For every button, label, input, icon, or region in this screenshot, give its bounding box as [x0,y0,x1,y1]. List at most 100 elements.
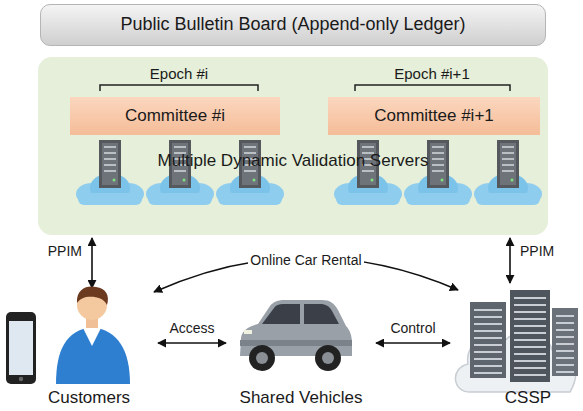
server-slot [474,323,502,325]
cloud-part [182,183,214,205]
edge-label: Control [388,320,437,336]
epoch-bracket [100,85,258,91]
cloud-part [440,183,472,205]
cloud-part [474,183,506,205]
epoch-bracket [355,85,510,91]
server-tower [427,140,449,188]
server-slot [174,164,186,166]
server-face [430,143,446,185]
validation-panel: Multiple Dynamic Validation Servers Commi… [38,57,548,235]
server-slot [474,351,502,353]
server-slot [104,170,116,172]
committee-box: Committee #i [70,97,280,135]
server-slot [432,170,444,172]
server-tower [357,140,379,188]
server-slot [174,158,186,160]
server-slot [514,332,546,334]
node-text: Shared Vehicles [228,388,374,408]
server-led [441,179,444,182]
server-slot [104,158,116,160]
customers-node: Customers [2,287,156,409]
cloud-part [488,173,528,203]
server-slot [556,343,574,345]
edge-label: PPIM [46,243,84,259]
connector [376,342,450,344]
epoch-label: Epoch #i [148,66,210,82]
server-slot [556,322,574,324]
server-slot [502,158,514,160]
cloud-part [476,193,540,205]
edge-label: PPIM [518,243,556,259]
server-slot [514,339,546,341]
customer-figure [56,286,130,384]
server-slot [362,152,374,154]
server-slot [474,365,502,367]
server-slot [244,152,256,154]
phone-icon [6,312,36,384]
car-illustration [240,300,352,371]
server-slot [362,146,374,148]
connector [509,238,511,283]
server-slot [174,146,186,148]
node-text: Committee #i [125,106,225,126]
node-text: Customers [22,388,156,408]
server-tower [497,140,519,188]
cssp-node: CSSP [452,282,583,409]
server-slot [556,357,574,359]
server-slot [244,146,256,148]
server-slot [502,170,514,172]
server-slot [362,170,374,172]
server-slot [514,318,546,320]
server-slot [362,164,374,166]
node-text: Committee #i+1 [374,106,494,126]
server-led [511,179,514,182]
epoch-label: Epoch #i+1 [392,66,471,82]
server-slot [556,371,574,373]
server-slot [556,364,574,366]
cloud-part [90,173,130,203]
server-face [172,143,188,185]
cloud-part [370,183,402,205]
server-slot [514,304,546,306]
cloud-part [218,193,282,205]
server-slot [502,146,514,148]
vehicle-node: Shared Vehicles [228,296,374,409]
server-slot [174,152,186,154]
server-slot [474,309,502,311]
server-slot [514,374,546,376]
server-slot [432,158,444,160]
server-slot [244,170,256,172]
cloud-part [160,173,200,203]
cssp-illustration [455,290,578,392]
server-slot [474,337,502,339]
epoch-brackets [100,85,510,91]
node-text: CSSP [460,388,583,408]
server-slot [474,330,502,332]
ledger-bar: Public Bulletin Board (Append-only Ledge… [40,4,546,46]
edge-label: Access [167,320,216,336]
server-slot [432,164,444,166]
cloud-part [336,193,400,205]
server-slot [362,158,374,160]
server-slot [556,329,574,331]
server-led [113,179,116,182]
server-tower [239,140,261,188]
server-slot [514,311,546,313]
server-slot [474,316,502,318]
cloud-part [252,183,284,205]
cloud-part [406,193,470,205]
server-slot [174,170,186,172]
cloud-part [76,183,108,205]
server-slot [514,346,546,348]
cloud-part [148,193,212,205]
server-tower [169,140,191,188]
connector [158,342,226,344]
server-tower [99,140,121,188]
server-slot [556,336,574,338]
node-text: Multiple Dynamic Validation Servers [38,151,548,171]
server-slot [104,152,116,154]
cloud-part [510,183,542,205]
server-slot [244,158,256,160]
cloud-part [418,173,458,203]
